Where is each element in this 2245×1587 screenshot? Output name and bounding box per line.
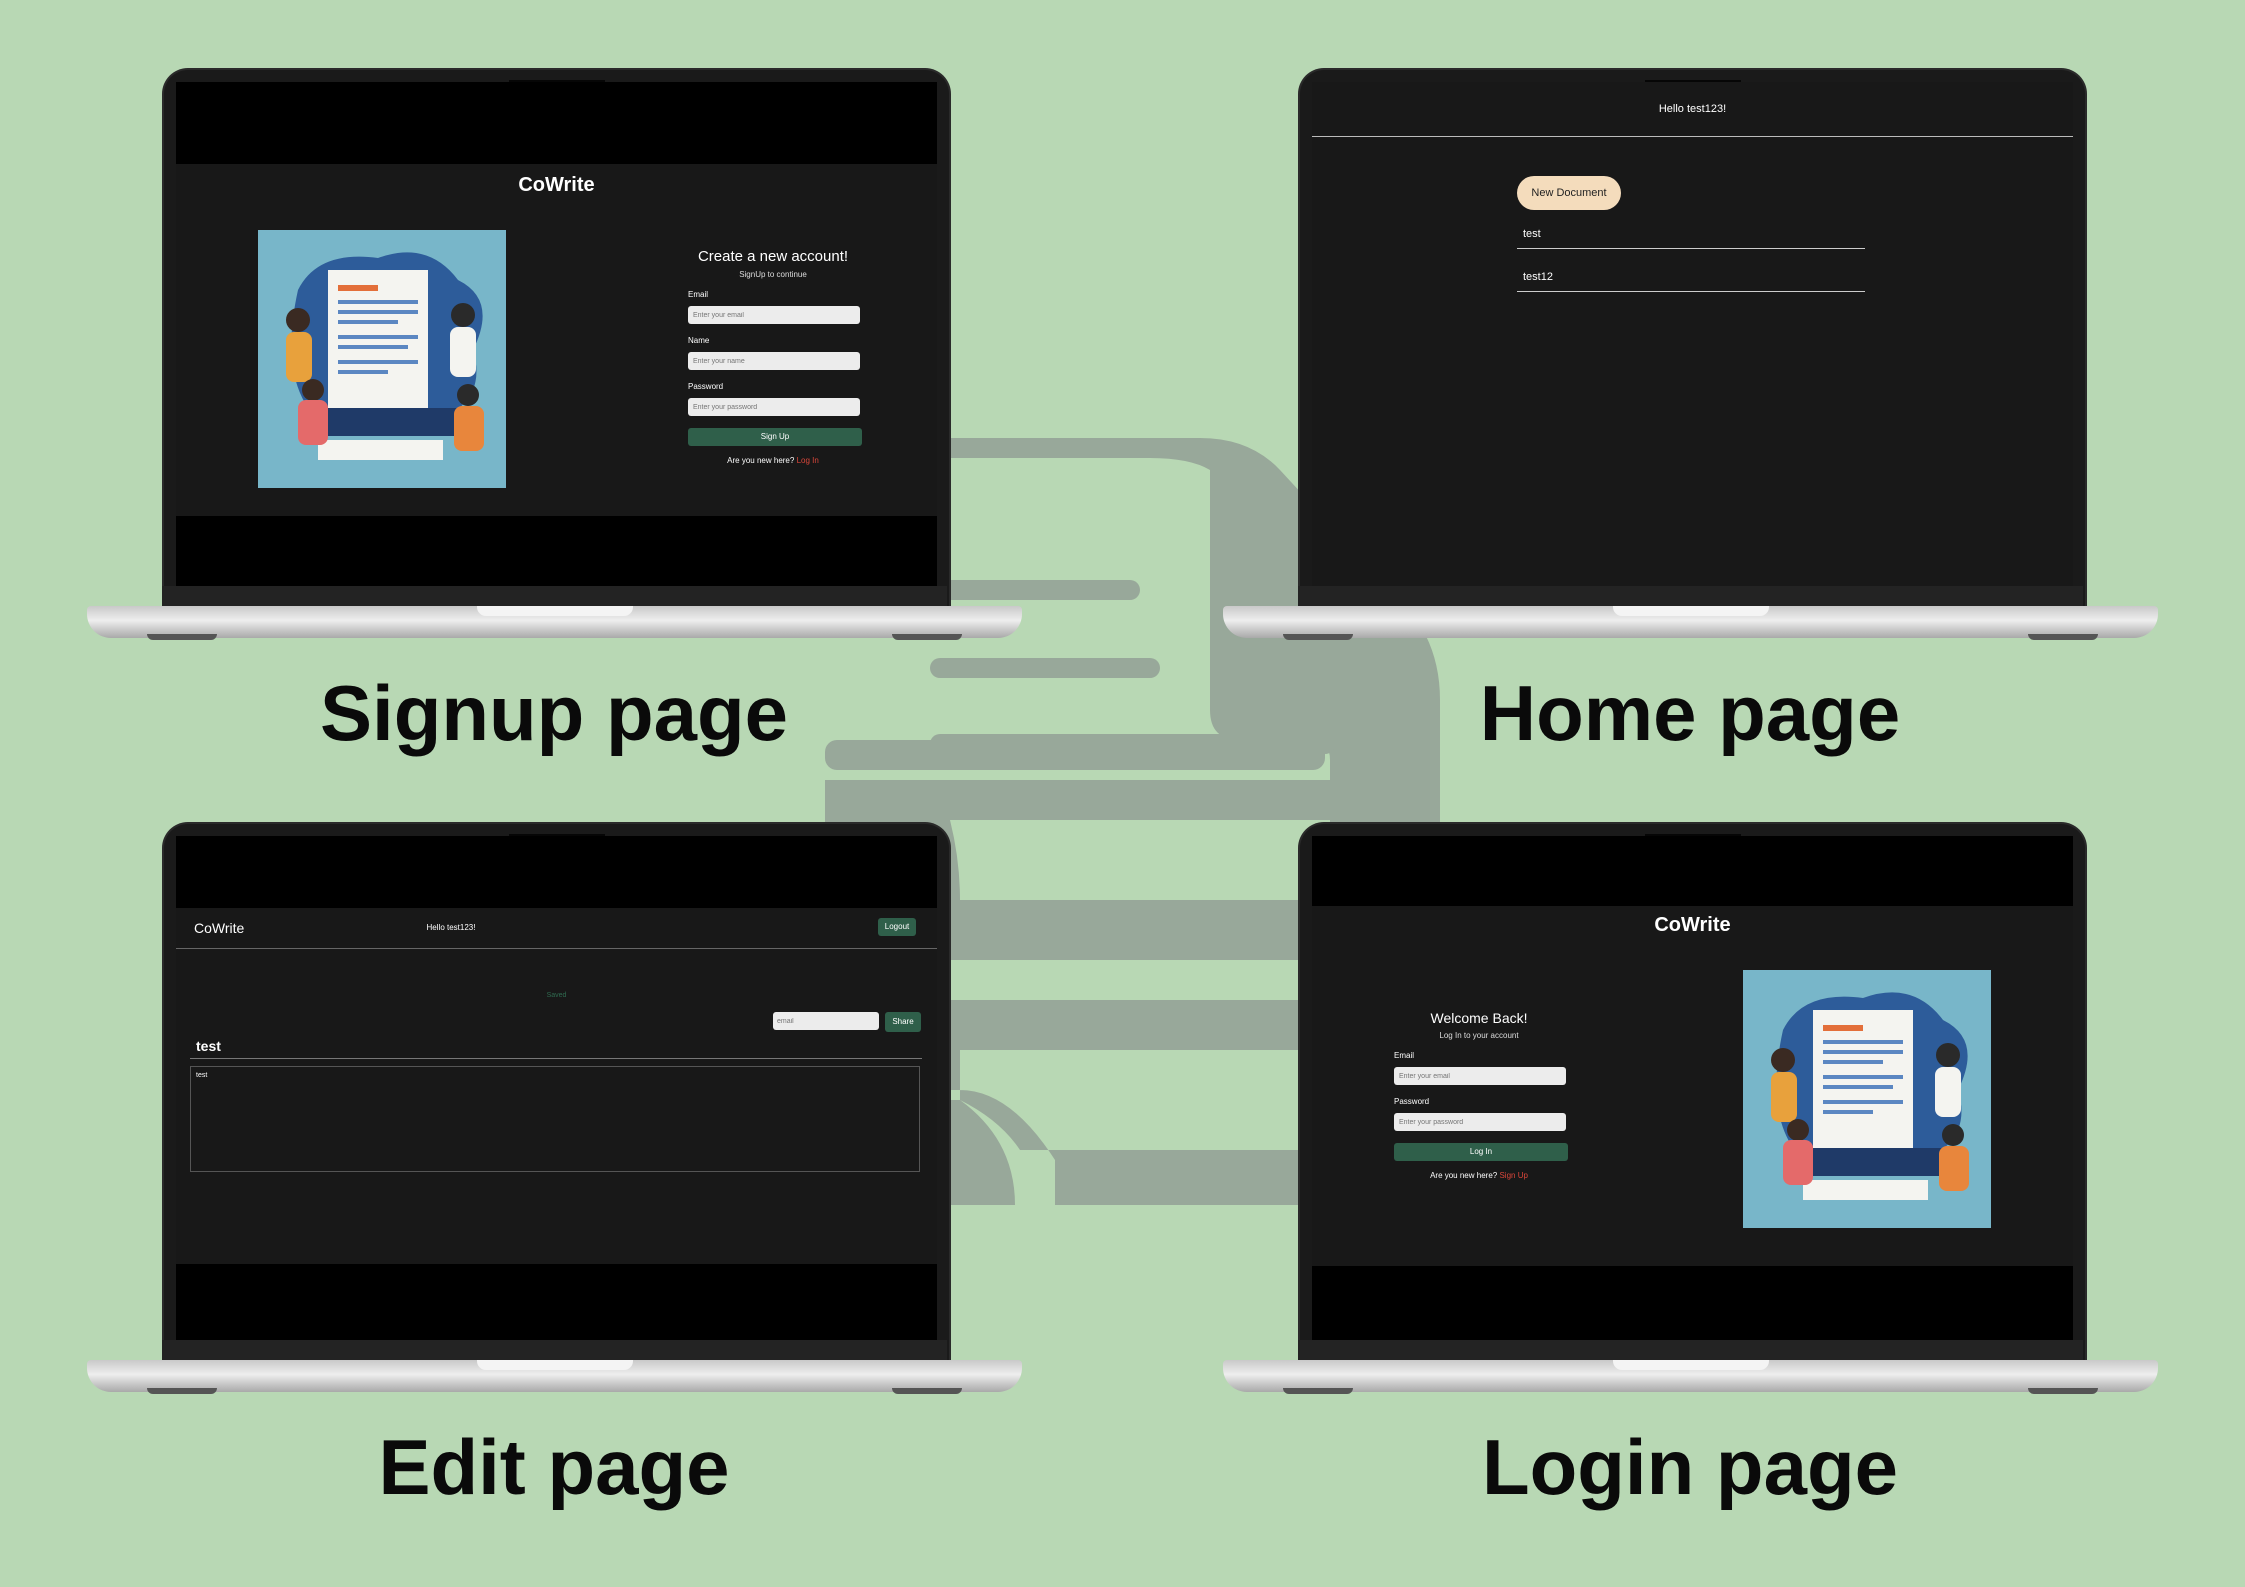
edit-laptop: CoWrite Hello test123! Logout Saved Shar… [87, 822, 1022, 1397]
trackpad-indent [476, 606, 633, 616]
form-subtitle: SignUp to continue [739, 270, 807, 279]
new-document-button[interactable]: New Document [1517, 176, 1621, 210]
home-laptop: Hello test123! New Document test test12 [1223, 68, 2158, 643]
login-prompt-text: Are you new here? [727, 456, 795, 465]
laptop-base [87, 606, 1022, 638]
share-button[interactable]: Share [885, 1012, 921, 1032]
trackpad-indent [1612, 1360, 1769, 1370]
name-field[interactable] [688, 352, 860, 370]
laptop-lid: CoWrite [162, 68, 951, 610]
password-label: Password [688, 382, 724, 391]
signup-screen: CoWrite [176, 82, 937, 590]
home-app: Hello test123! New Document test test12 [1312, 82, 2073, 590]
collaboration-illustration [258, 230, 506, 488]
email-field[interactable] [688, 306, 860, 324]
brand-logo: CoWrite [518, 174, 595, 196]
laptop-foot [1283, 1388, 1353, 1394]
brand-logo: CoWrite [194, 920, 245, 936]
title-divider [190, 1058, 922, 1059]
laptop-hinge [1298, 586, 2083, 608]
edit-caption: Edit page [378, 1423, 730, 1511]
signup-app: CoWrite [176, 164, 937, 516]
document-title: test12 [1523, 271, 1553, 283]
signup-laptop: CoWrite [87, 68, 1022, 643]
login-link[interactable]: Log In [796, 456, 819, 465]
home-caption: Home page [1479, 669, 1901, 757]
laptop-foot [892, 1388, 962, 1394]
signup-caption: Signup page [320, 669, 788, 757]
laptop-foot [147, 1388, 217, 1394]
laptop-lid: CoWrite Welcome Back! Log In to your acc… [1298, 822, 2087, 1364]
trackpad-indent [1612, 606, 1769, 616]
login-laptop: CoWrite Welcome Back! Log In to your acc… [1223, 822, 2158, 1397]
signup-link[interactable]: Sign Up [1499, 1171, 1528, 1180]
email-field[interactable] [1394, 1067, 1566, 1085]
password-field[interactable] [688, 398, 860, 416]
form-title: Welcome Back! [1430, 1010, 1528, 1026]
greeting: Hello test123! [1658, 103, 1727, 115]
document-list-item[interactable]: test [1517, 218, 1865, 249]
laptop-hinge [1298, 1340, 2083, 1362]
document-title: test [1523, 228, 1541, 240]
header-divider [1312, 136, 2073, 137]
login-app: CoWrite Welcome Back! Log In to your acc… [1312, 906, 2073, 1266]
edit-screen: CoWrite Hello test123! Logout Saved Shar… [176, 836, 937, 1344]
laptop-hinge [162, 1340, 947, 1362]
signup-button[interactable]: Sign Up [688, 428, 862, 446]
laptop-hinge [162, 586, 947, 608]
name-label: Name [688, 336, 710, 345]
trackpad-indent [476, 1360, 633, 1370]
login-button[interactable]: Log In [1394, 1143, 1568, 1161]
login-prompt: Are you new here? Log In [686, 456, 860, 465]
laptop-foot [1283, 634, 1353, 640]
signup-prompt: Are you new here? Sign Up [1392, 1171, 1566, 1180]
edit-app: CoWrite Hello test123! Logout Saved Shar… [176, 908, 937, 1264]
login-caption: Login page [1482, 1423, 1898, 1511]
laptop-base [1223, 606, 2158, 638]
home-screen: Hello test123! New Document test test12 [1312, 82, 2073, 590]
document-body-text: test [196, 1072, 208, 1079]
laptop-lid: Hello test123! New Document test test12 [1298, 68, 2087, 610]
laptop-foot [892, 634, 962, 640]
brand-logo: CoWrite [1654, 914, 1731, 936]
header-divider [176, 948, 937, 949]
laptop-base [1223, 1360, 2158, 1392]
laptop-base [87, 1360, 1022, 1392]
laptop-foot [147, 634, 217, 640]
laptop-foot [2028, 634, 2098, 640]
signup-prompt-text: Are you new here? [1430, 1171, 1498, 1180]
password-label: Password [1394, 1097, 1430, 1106]
logout-button[interactable]: Logout [878, 918, 916, 936]
document-list-item[interactable]: test12 [1517, 261, 1865, 292]
password-field[interactable] [1394, 1113, 1566, 1131]
save-status: Saved [546, 992, 567, 999]
greeting: Hello test123! [426, 923, 476, 932]
document-body-editor[interactable]: test [190, 1066, 920, 1172]
laptop-foot [2028, 1388, 2098, 1394]
form-subtitle: Log In to your account [1439, 1031, 1519, 1040]
document-title-field[interactable]: test [196, 1038, 221, 1054]
login-screen: CoWrite Welcome Back! Log In to your acc… [1312, 836, 2073, 1344]
email-label: Email [1394, 1051, 1415, 1060]
laptop-lid: CoWrite Hello test123! Logout Saved Shar… [162, 822, 951, 1364]
email-label: Email [688, 290, 709, 299]
share-email-input[interactable] [773, 1012, 879, 1030]
collaboration-illustration [1743, 970, 1991, 1228]
form-title: Create a new account! [697, 248, 849, 265]
